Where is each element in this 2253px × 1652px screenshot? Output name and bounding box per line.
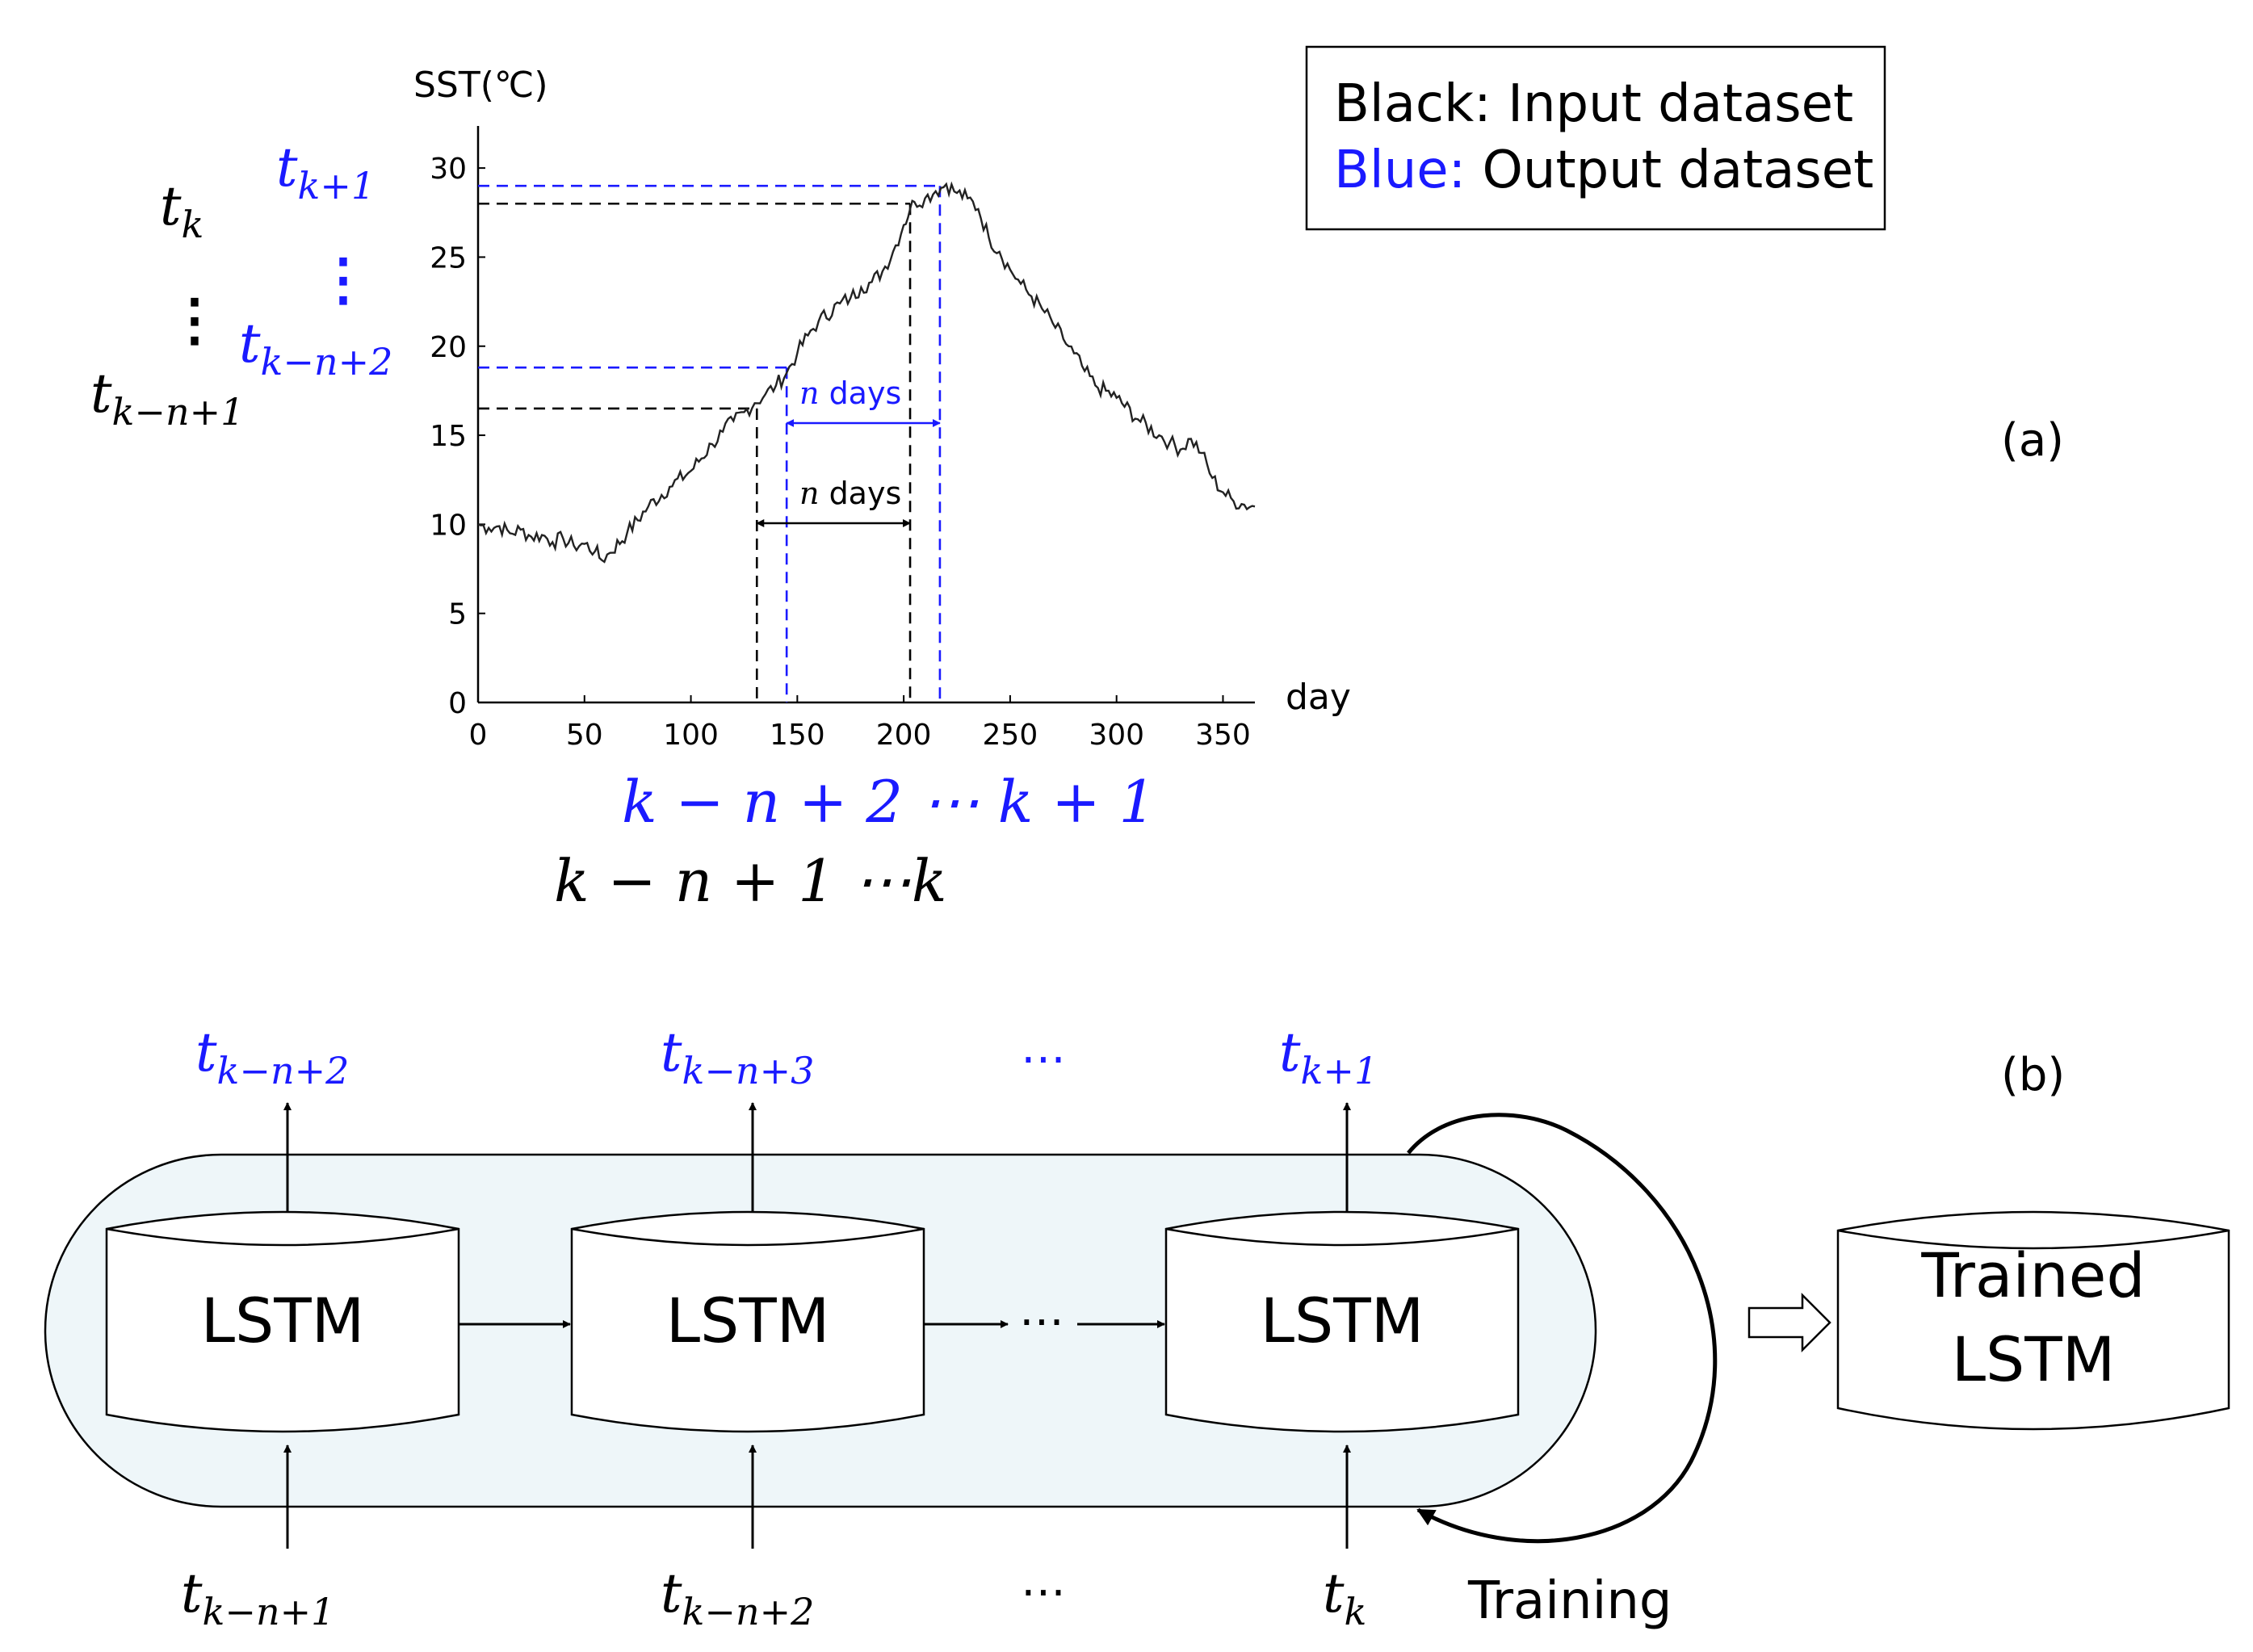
y-tick-label-0: 0 [448,687,467,720]
lstm-cell-2-label: LSTM [666,1285,830,1356]
trained-lstm-label-line2: LSTM [1952,1323,2116,1395]
output-dots: ⋯ [1021,1033,1066,1085]
result-arrow [1747,1292,1831,1353]
axes [476,126,1255,704]
x-tick-label-250: 250 [983,719,1038,752]
y-tick-label-30: 30 [430,153,467,186]
ticks: 0 50 100 150 200 250 300 350 0 5 10 15 20 25 30 [430,153,1251,752]
x-tick-label-150: 150 [770,719,825,752]
sst-chart: SST(℃) day 0 50 100 150 200 250 300 350 0 5 10 15 20… [413,65,1351,752]
trained-lstm: Trained LSTM [1836,1210,2230,1431]
guide-lines [478,184,942,702]
x-axis-label: day [1286,677,1351,718]
legend-box [1305,45,1886,231]
panel-a-label: (a) [2001,414,2064,467]
legend-input-entry: Black: Input dataset [1334,74,1853,134]
panel-b: (b) LSTM LSTM LSTM ⋯ [44,1021,2230,1633]
lstm-cell-1: LSTM [105,1210,460,1433]
lstm-cell-1-label: LSTM [201,1285,365,1356]
span-arrows [756,419,941,527]
y-axis-label: SST(℃) [413,65,548,106]
lstm-cell-2: LSTM [570,1210,925,1433]
input-dots: ⋯ [1021,1566,1066,1618]
lstm-cell-3-label: LSTM [1261,1285,1424,1356]
output-label-3: tk+1 [1279,1021,1378,1092]
input-sequence-label: k − n + 1 ⋯k [554,847,947,915]
vdots-black: ⋮ [166,286,223,353]
x-tick-label-300: 300 [1089,719,1144,752]
output-sequence-label: k − n + 2 ⋯ k + 1 [622,768,1156,836]
y-tick-label-10: 10 [430,509,467,542]
panel-b-label: (b) [2001,1049,2065,1101]
x-tick-label-350: 350 [1195,719,1251,752]
training-loop-arrow [1407,1113,1718,1544]
sst-series-line [477,181,1256,564]
vdots-blue: ⋮ [315,245,371,312]
n-days-blue-label: n days [799,375,901,411]
output-label-1: tk−n+2 [195,1021,349,1092]
label-t-k-n-2: tk−n+2 [239,312,392,384]
connector-dots: ⋯ [1019,1295,1064,1348]
input-label-1: tk−n+1 [181,1562,334,1633]
y-tick-label-20: 20 [430,331,467,364]
n-days-black-label: n days [799,476,901,511]
label-t-k: tk [160,175,203,246]
input-label-3: tk [1323,1562,1366,1633]
input-label-2: tk−n+2 [661,1562,814,1633]
lstm-cell-3: LSTM [1164,1210,1520,1433]
y-tick-label-25: 25 [430,241,467,275]
output-label-2: tk−n+3 [661,1021,814,1092]
y-tick-label-15: 15 [430,420,467,453]
training-label: Training [1467,1571,1672,1631]
legend: Black: Input dataset Blue: Output datase… [1305,45,1886,231]
y-tick-label-5: 5 [448,598,467,631]
x-tick-label-200: 200 [876,719,932,752]
x-tick-label-50: 50 [566,719,603,752]
legend-output-entry: Blue: Output dataset [1334,140,1873,200]
label-t-k-plus-1: tk+1 [276,136,375,208]
label-t-k-n-1: tk−n+1 [90,363,244,434]
trained-lstm-label-line1: Trained [1920,1239,2145,1311]
x-tick-label-100: 100 [663,719,719,752]
x-tick-label-0: 0 [469,719,488,752]
